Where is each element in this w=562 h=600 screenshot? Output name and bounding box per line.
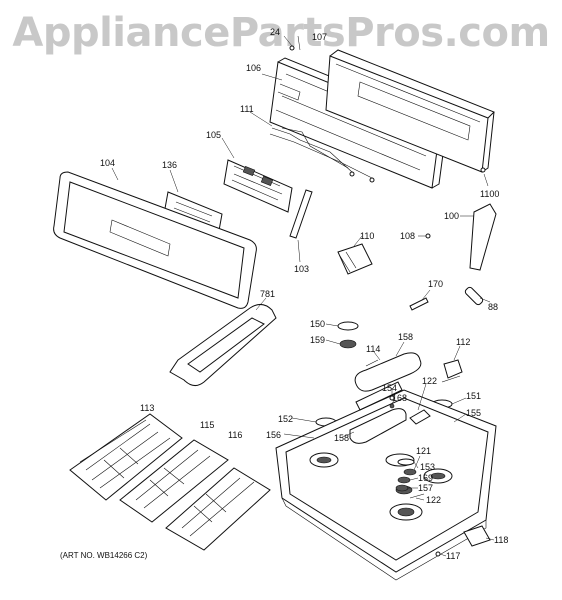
screw-1100: [480, 167, 486, 173]
burner-head-169: [397, 476, 411, 484]
callout-157: 157: [418, 483, 433, 493]
spark-module-110: [337, 243, 373, 275]
callout-104: 104: [100, 158, 115, 168]
callout-158-top: 158: [398, 332, 413, 342]
callout-108: 108: [400, 231, 415, 241]
callout-115: 115: [200, 420, 214, 430]
callout-111: 111: [240, 104, 254, 114]
callout-113: 113: [140, 403, 154, 413]
callout-122-lower: 122: [426, 495, 441, 505]
bracket-103: [289, 189, 313, 239]
burner-cap-150: [337, 321, 359, 331]
callout-106: 106: [246, 63, 261, 73]
callout-112: 112: [456, 337, 470, 347]
grate-116: [165, 467, 271, 551]
callout-118: 118: [494, 535, 508, 545]
callout-158-bottom: 158: [334, 433, 349, 443]
leader-lines: [111, 35, 495, 557]
callout-156: 156: [266, 430, 281, 440]
callout-100: 100: [444, 211, 459, 221]
end-cap-100: [469, 203, 497, 271]
control-panel-104: [53, 171, 257, 309]
callout-159: 159: [310, 335, 325, 345]
callout-114: 114: [366, 344, 380, 354]
callout-105: 105: [206, 130, 221, 140]
screw-108: [425, 233, 431, 239]
callout-150: 150: [310, 319, 325, 329]
callout-154: 154: [382, 383, 397, 393]
burner-head-159: [339, 339, 357, 349]
callout-88: 88: [488, 302, 498, 312]
burner-head-121: [403, 468, 417, 476]
callout-152: 152: [278, 414, 293, 424]
screw-24: [289, 45, 295, 51]
oval-burner-158: [354, 352, 422, 392]
callout-170: 170: [428, 279, 443, 289]
callout-155: 155: [466, 408, 481, 418]
grate-113: [69, 413, 183, 501]
callout-116: 116: [228, 430, 242, 440]
callout-117: 117: [446, 551, 460, 561]
callout-107: 107: [312, 32, 327, 42]
callout-122-upper: 122: [422, 376, 437, 386]
burner-head-122: [409, 409, 431, 425]
callout-153: 153: [420, 462, 435, 472]
griddle-781: [169, 304, 277, 386]
burner-head-157: [395, 484, 409, 492]
callout-151: 151: [466, 391, 481, 401]
callout-168: 168: [392, 393, 407, 403]
callout-121: 121: [416, 446, 431, 456]
part-122b: [409, 493, 425, 499]
callout-169: 169: [418, 473, 433, 483]
bracket-118: [463, 525, 491, 547]
valve-112: [441, 359, 463, 383]
art-number: (ART NO. WB14266 C2): [60, 551, 148, 560]
callout-24: 24: [270, 27, 280, 37]
screw-117: [435, 551, 441, 557]
burner-cap-153: [397, 458, 415, 466]
leveling-leg-88: [464, 286, 484, 306]
screw-170: [409, 297, 429, 311]
callout-1100: 1100: [480, 189, 499, 199]
callout-labels: 24 107 106 111 105 104 136 1100 100 108 …: [100, 27, 508, 561]
cooktop-main-top: [275, 381, 497, 581]
callout-136: 136: [162, 160, 177, 170]
grate-115: [119, 439, 229, 523]
callout-110: 110: [360, 231, 374, 241]
wire-harness-111: [269, 127, 375, 183]
watermark-logo: AppliancePartsPros.com: [12, 10, 550, 56]
callout-781: 781: [260, 289, 275, 299]
callout-103: 103: [294, 264, 309, 274]
control-board-105: [223, 159, 293, 213]
burner-tube-114: [365, 359, 379, 367]
electrode-168: [389, 403, 395, 409]
